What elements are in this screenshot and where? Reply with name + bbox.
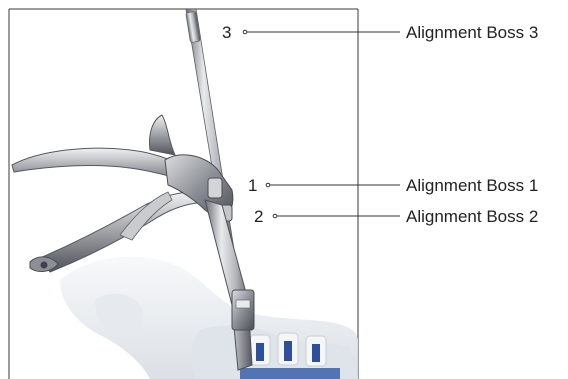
callout-1: 1 Alignment Boss 1 bbox=[248, 176, 538, 195]
callout-label-3: Alignment Boss 3 bbox=[406, 23, 538, 42]
callout-number-2: 2 bbox=[254, 207, 263, 226]
callout-3: 3 Alignment Boss 3 bbox=[222, 23, 538, 42]
leader-dot-3 bbox=[243, 30, 247, 34]
callout-label-2: Alignment Boss 2 bbox=[406, 207, 538, 226]
callout-label-1: Alignment Boss 1 bbox=[406, 176, 538, 195]
leader-dot-2 bbox=[273, 214, 277, 218]
callout-2: 2 Alignment Boss 2 bbox=[254, 207, 538, 226]
callout-number-3: 3 bbox=[222, 23, 231, 42]
alignment-rod bbox=[186, 9, 237, 267]
callout-number-1: 1 bbox=[248, 176, 257, 195]
leader-dot-1 bbox=[266, 183, 270, 187]
